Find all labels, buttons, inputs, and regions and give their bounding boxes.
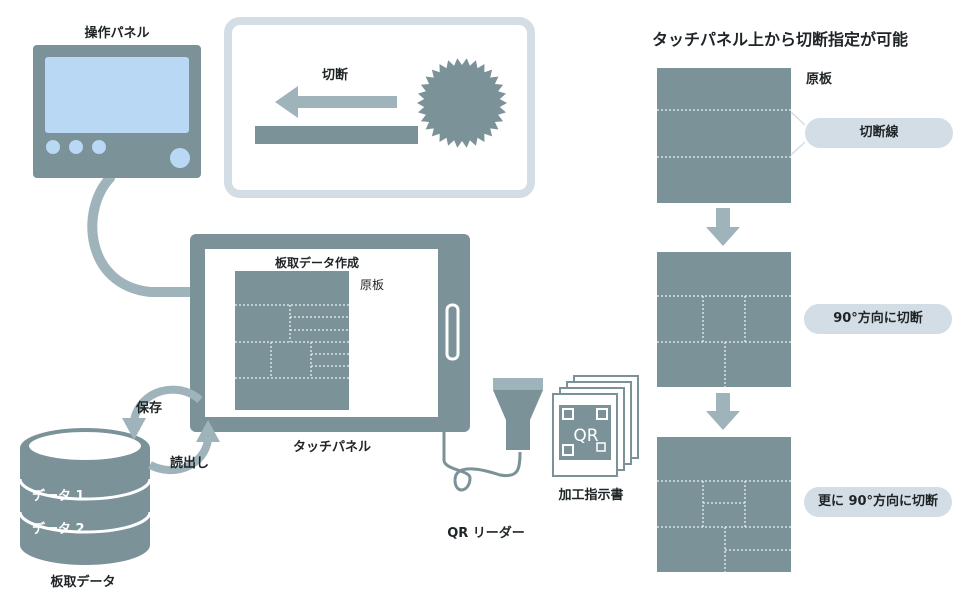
operation-panel-screen (45, 57, 189, 133)
database-label: 板取データ (50, 575, 116, 590)
operation-panel-device (33, 45, 201, 178)
tablet-board-cut-lines (235, 304, 349, 379)
save-label: 保存 (136, 401, 163, 416)
touch-panel-label: タッチパネル (292, 440, 372, 455)
read-arrow (148, 439, 212, 475)
qr-code-text: QR (573, 426, 598, 446)
board-step-2 (657, 252, 791, 387)
board-step-3 (657, 437, 791, 572)
board-original-label: 原板 (806, 72, 833, 87)
touch-panel-side-button (445, 303, 460, 361)
cut-label: 切断 (322, 68, 349, 83)
saw-blade-icon (417, 58, 507, 148)
panel-dial (170, 148, 190, 168)
cut-arrow-head (275, 86, 298, 118)
operation-panel-label: 操作パネル (84, 26, 150, 41)
panel-button-1 (46, 140, 60, 154)
cut-board (255, 126, 418, 144)
step-arrow-1 (706, 208, 740, 246)
touch-panel-device (190, 234, 470, 432)
qr-cable (442, 431, 522, 492)
tablet-board-label: 原板 (360, 278, 385, 292)
read-label: 読出し (170, 456, 210, 471)
qr-reader-icon (493, 378, 543, 450)
tablet-title: 板取データ作成 (275, 256, 360, 270)
cut-arrow-shaft (295, 96, 397, 108)
save-arrow (130, 385, 203, 422)
panel-cable (87, 173, 200, 297)
panel-button-3 (92, 140, 106, 154)
database-icon (18, 428, 152, 565)
step-pill-2: 90°方向に切断 (804, 304, 952, 334)
tablet-board (235, 271, 349, 410)
board-original (657, 68, 806, 203)
step-pill-1: 切断線 (805, 118, 953, 148)
step-pill-3: 更に 90°方向に切断 (804, 487, 952, 517)
cutting-illustration (224, 17, 535, 198)
right-panel-heading: タッチパネル上から切断指定が可能 (652, 30, 909, 49)
database-item-1: データ 1 (32, 489, 85, 504)
step-arrow-2 (706, 393, 740, 430)
panel-button-2 (69, 140, 83, 154)
work-order-label: 加工指示書 (558, 488, 624, 503)
work-order-icon: QR (552, 375, 639, 477)
database-item-2: データ 2 (32, 522, 85, 537)
qr-reader-label: QR リーダー (447, 526, 525, 541)
